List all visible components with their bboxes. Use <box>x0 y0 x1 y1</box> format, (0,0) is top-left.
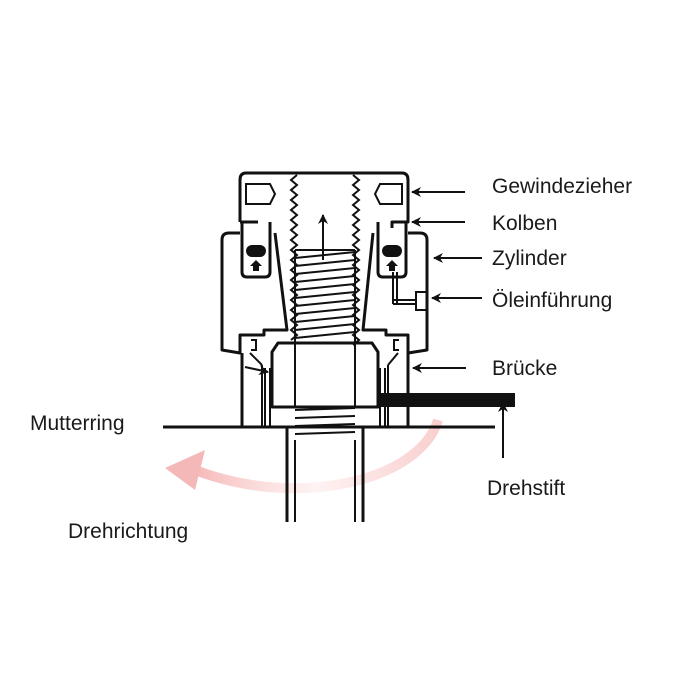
leader-arrows <box>411 187 508 458</box>
thread-puller <box>238 171 410 346</box>
label-oil-inlet: Öleinführung <box>492 289 612 312</box>
label-nut-ring: Mutterring <box>30 412 125 435</box>
label-cylinder: Zylinder <box>492 247 567 270</box>
label-bridge: Brücke <box>492 357 557 380</box>
label-turning-pin: Drehstift <box>487 477 565 500</box>
label-piston: Kolben <box>492 212 557 235</box>
bridge <box>240 352 410 427</box>
cylinder <box>220 231 429 355</box>
label-rotation-direction: Drehrichtung <box>68 520 188 543</box>
piston <box>240 222 408 279</box>
label-puller: Gewindezieher <box>492 175 632 198</box>
rotation-direction-arrow <box>165 418 443 494</box>
turning-pin <box>378 393 515 407</box>
oil-inlet <box>392 272 428 311</box>
